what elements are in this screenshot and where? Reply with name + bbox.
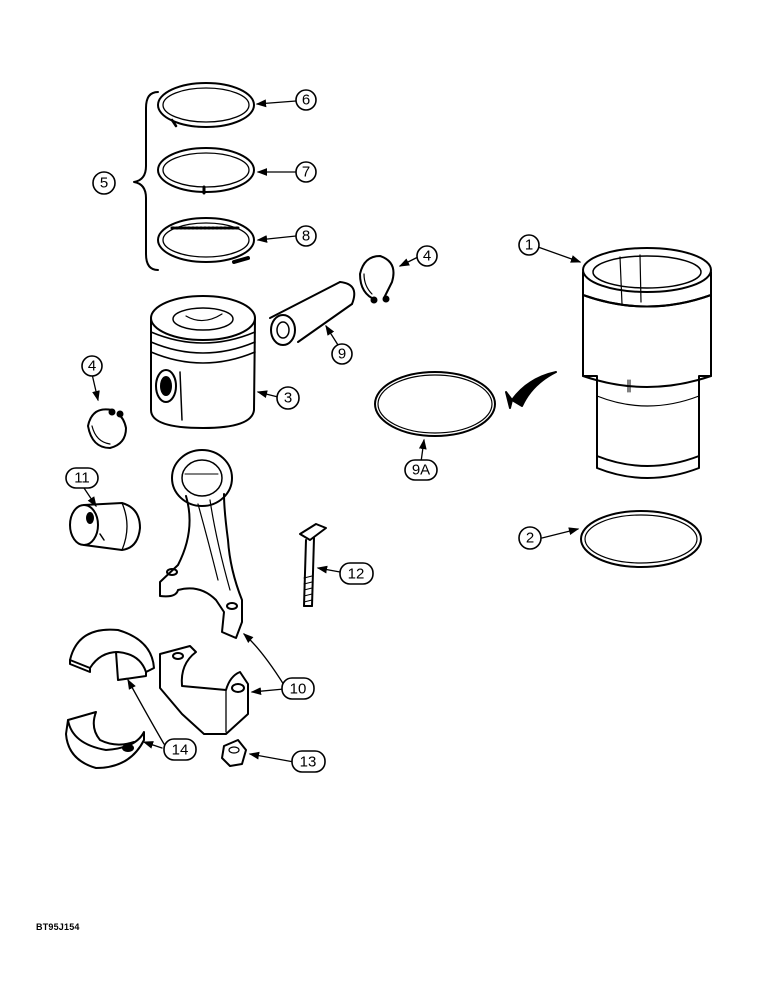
callout-14-label: 14 <box>172 742 189 759</box>
callout-3-label: 3 <box>284 390 292 407</box>
callout-9-label: 9 <box>338 346 346 363</box>
ring-set-brace <box>133 91 159 271</box>
callout-7 <box>295 161 317 183</box>
callout-11-label: 11 <box>74 470 90 487</box>
callout-11 <box>65 467 99 489</box>
callout-8-label: 8 <box>302 228 310 245</box>
callout-4-right-label: 4 <box>423 248 431 265</box>
cylinder-liner <box>582 247 712 479</box>
rod-bolt <box>299 523 327 607</box>
callout-8 <box>295 225 317 247</box>
bearing-shell-lower <box>65 711 145 769</box>
o-ring <box>374 371 496 437</box>
callout-5 <box>92 171 116 195</box>
callout-7-label: 7 <box>302 164 310 181</box>
piston-ring-second <box>157 147 255 195</box>
callout-2 <box>518 526 542 550</box>
callout-9a <box>404 459 438 481</box>
liner-seal-ring <box>580 510 702 568</box>
callout-4-left-label: 4 <box>88 358 96 375</box>
snap-ring-left <box>87 408 127 449</box>
bearing-shell-upper <box>69 628 155 681</box>
callout-1-label: 1 <box>525 237 533 254</box>
callout-2-label: 2 <box>526 530 534 547</box>
figure-code: BT95J154 <box>36 922 80 932</box>
piston-ring-top <box>157 82 255 128</box>
connecting-rod <box>159 449 243 639</box>
callout-4-left <box>81 355 103 377</box>
callout-4-right <box>416 245 438 267</box>
install-direction-arrow <box>511 371 557 407</box>
small-end-bushing <box>69 502 141 551</box>
piston <box>150 295 256 429</box>
callout-10 <box>281 677 315 700</box>
rod-nut <box>221 739 247 767</box>
piston-ring-oil <box>157 217 255 264</box>
callout-6 <box>295 89 317 111</box>
callout-1 <box>518 234 540 256</box>
rod-cap <box>159 645 249 735</box>
callout-3 <box>276 386 300 410</box>
callout-6-label: 6 <box>302 92 310 109</box>
callout-12-label: 12 <box>348 566 365 583</box>
callout-9a-label: 9A <box>412 462 430 479</box>
callout-12 <box>339 562 374 585</box>
callout-13-label: 13 <box>300 754 317 771</box>
callout-9 <box>331 343 353 365</box>
piston-pin <box>269 281 356 346</box>
callout-14 <box>163 738 197 761</box>
callout-10-label: 10 <box>290 681 307 698</box>
snap-ring-right <box>359 255 395 304</box>
callout-13 <box>291 750 326 773</box>
callout-5-label: 5 <box>100 175 108 192</box>
